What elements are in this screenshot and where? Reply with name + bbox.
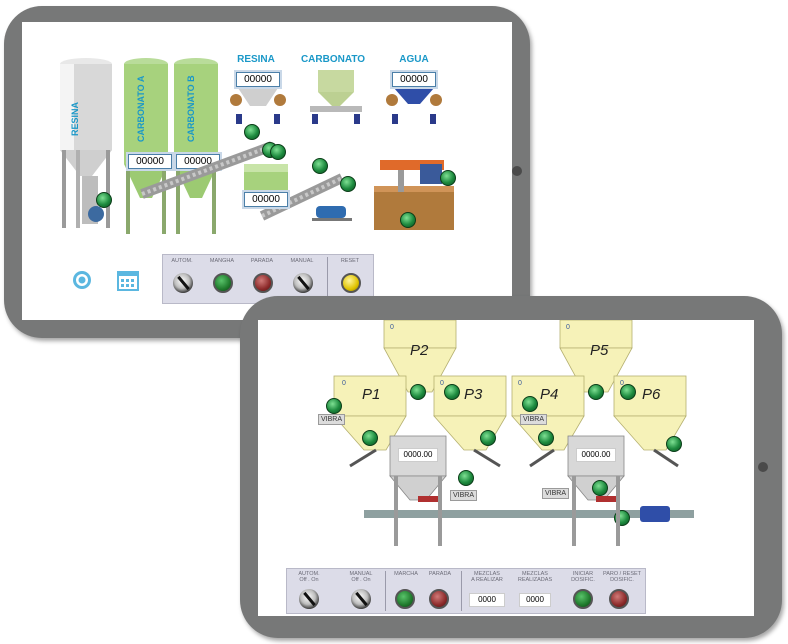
- hopper-p5-index: 0: [566, 324, 570, 331]
- autom-offon-selector[interactable]: [299, 589, 319, 609]
- manual-offon-selector[interactable]: [351, 589, 371, 609]
- bottom-tablet: P1 P2 P3 P4 P5 P6 0 0 0 0 0 0 0000.00 00…: [240, 296, 782, 638]
- silo-resina: RESINA: [60, 58, 112, 228]
- conveyor-belt: [364, 510, 694, 518]
- silo-carbonato-b: CARBONATO B: [174, 58, 218, 234]
- label-reset: RESET: [340, 258, 360, 264]
- scale-display-1: 0000.00: [398, 448, 438, 462]
- silo-resina-led[interactable]: [96, 192, 112, 208]
- panel-divider-1: [385, 571, 386, 611]
- label-manual: MANUAL: [290, 258, 314, 264]
- mixer-counter: 00000: [244, 192, 288, 207]
- label-parada: PARADA: [250, 258, 274, 264]
- led-scale-1[interactable]: [458, 470, 474, 486]
- hopper-p3-label: P3: [464, 386, 483, 403]
- parada-button-bottom[interactable]: [429, 589, 449, 609]
- hopper-agua-label: AGUA: [399, 54, 429, 65]
- pump: [312, 200, 352, 222]
- bottom-control-panel: AUTOM. Off . On MANUAL Off . On MARCHA P…: [286, 568, 646, 614]
- hopper-p2-label: P2: [410, 342, 429, 359]
- silo-carbonato-a-counter: 00000: [128, 154, 172, 169]
- label-mezclas-realizadas: MEZCLAS REALIZADAS: [517, 571, 553, 583]
- hopper-p2-index: 0: [390, 324, 394, 331]
- label-parada-bottom: PARADA: [428, 571, 452, 577]
- bottom-tablet-camera: [758, 462, 768, 472]
- mangha-button[interactable]: [213, 273, 233, 293]
- calendar-icon[interactable]: [116, 268, 140, 292]
- top-tablet: RESINA CARBONATO A 00000 CARB: [4, 6, 530, 338]
- top-tablet-camera: [512, 166, 522, 176]
- panel-divider: [327, 257, 328, 301]
- indicator-led-5[interactable]: [340, 176, 356, 192]
- label-autom-offon: AUTOM. Off . On: [298, 571, 320, 583]
- indicator-led-7[interactable]: [400, 212, 416, 228]
- vibra-button-3[interactable]: VIBRA: [450, 490, 478, 501]
- label-iniciar-dosific: INICIAR DOSIFIC.: [571, 571, 595, 583]
- label-manual-offon: MANUAL Off . On: [349, 571, 373, 583]
- hopper-p1-index: 0: [342, 380, 346, 387]
- led-chute-2[interactable]: [480, 430, 496, 446]
- led-scale-2[interactable]: [592, 480, 608, 496]
- parada-button[interactable]: [253, 273, 273, 293]
- silo-carbonato-a: CARBONATO A: [124, 58, 168, 234]
- manual-selector[interactable]: [293, 273, 313, 293]
- marcha-button[interactable]: [395, 589, 415, 609]
- led-p2[interactable]: [410, 384, 426, 400]
- led-p5[interactable]: [588, 384, 604, 400]
- label-autom: AUTOM.: [171, 258, 193, 264]
- iniciar-dosific-button[interactable]: [573, 589, 593, 609]
- bottom-screen: P1 P2 P3 P4 P5 P6 0 0 0 0 0 0 0000.00 00…: [258, 320, 754, 616]
- hopper-p4-label: P4: [540, 386, 559, 403]
- led-chute-4[interactable]: [666, 436, 682, 452]
- label-mangha: MANGHA: [209, 258, 235, 264]
- label-paro-reset-dosific: PARO / RESET DOSIFIC.: [602, 571, 642, 583]
- led-p6[interactable]: [620, 384, 636, 400]
- top-control-panel: AUTOM. MANGHA PARADA MANUAL RESET: [162, 254, 374, 304]
- mezclas-realizadas-display: 0000: [519, 593, 551, 607]
- hopper-p3-index: 0: [440, 380, 444, 387]
- label-marcha: MARCHA: [394, 571, 418, 577]
- hopper-p6-label: P6: [642, 386, 661, 403]
- indicator-led-6[interactable]: [440, 170, 456, 186]
- conveyor-motor: [640, 506, 670, 522]
- hopper-p6-index: 0: [620, 380, 624, 387]
- top-screen: RESINA CARBONATO A 00000 CARB: [22, 22, 512, 320]
- hopper-p4-index: 0: [518, 380, 522, 387]
- autom-selector[interactable]: [173, 273, 193, 293]
- label-mezclas-a-realizar: MEZCLAS A REALIZAR: [471, 571, 503, 583]
- hopper-carbonato-label: CARBONATO: [300, 54, 366, 65]
- reactor: [370, 154, 458, 232]
- hopper-p1-label: P1: [362, 386, 381, 403]
- vibra-button-1[interactable]: VIBRA: [318, 414, 346, 425]
- led-chute-1[interactable]: [362, 430, 378, 446]
- vibra-button-2[interactable]: VIBRA: [520, 414, 548, 425]
- indicator-led-1[interactable]: [244, 124, 260, 140]
- mezclas-a-realizar-input[interactable]: 0000: [469, 593, 505, 607]
- led-p4[interactable]: [522, 396, 538, 412]
- vibra-button-4[interactable]: VIBRA: [542, 488, 570, 499]
- scale-display-2: 0000.00: [576, 448, 616, 462]
- paro-reset-dosific-button[interactable]: [609, 589, 629, 609]
- reset-button[interactable]: [341, 273, 361, 293]
- indicator-led-3[interactable]: [270, 144, 286, 160]
- led-p1[interactable]: [326, 398, 342, 414]
- hopper-resina-label: RESINA: [237, 54, 275, 65]
- hopper-resina-counter: 00000: [236, 72, 280, 87]
- led-p3[interactable]: [444, 384, 460, 400]
- indicator-led-4[interactable]: [312, 158, 328, 174]
- panel-divider-2: [461, 571, 462, 611]
- led-chute-3[interactable]: [538, 430, 554, 446]
- hopper-p5-label: P5: [590, 342, 609, 359]
- hopper-carbonato: [308, 66, 364, 126]
- hopper-agua-counter: 00000: [392, 72, 436, 87]
- gear-icon[interactable]: [70, 268, 94, 292]
